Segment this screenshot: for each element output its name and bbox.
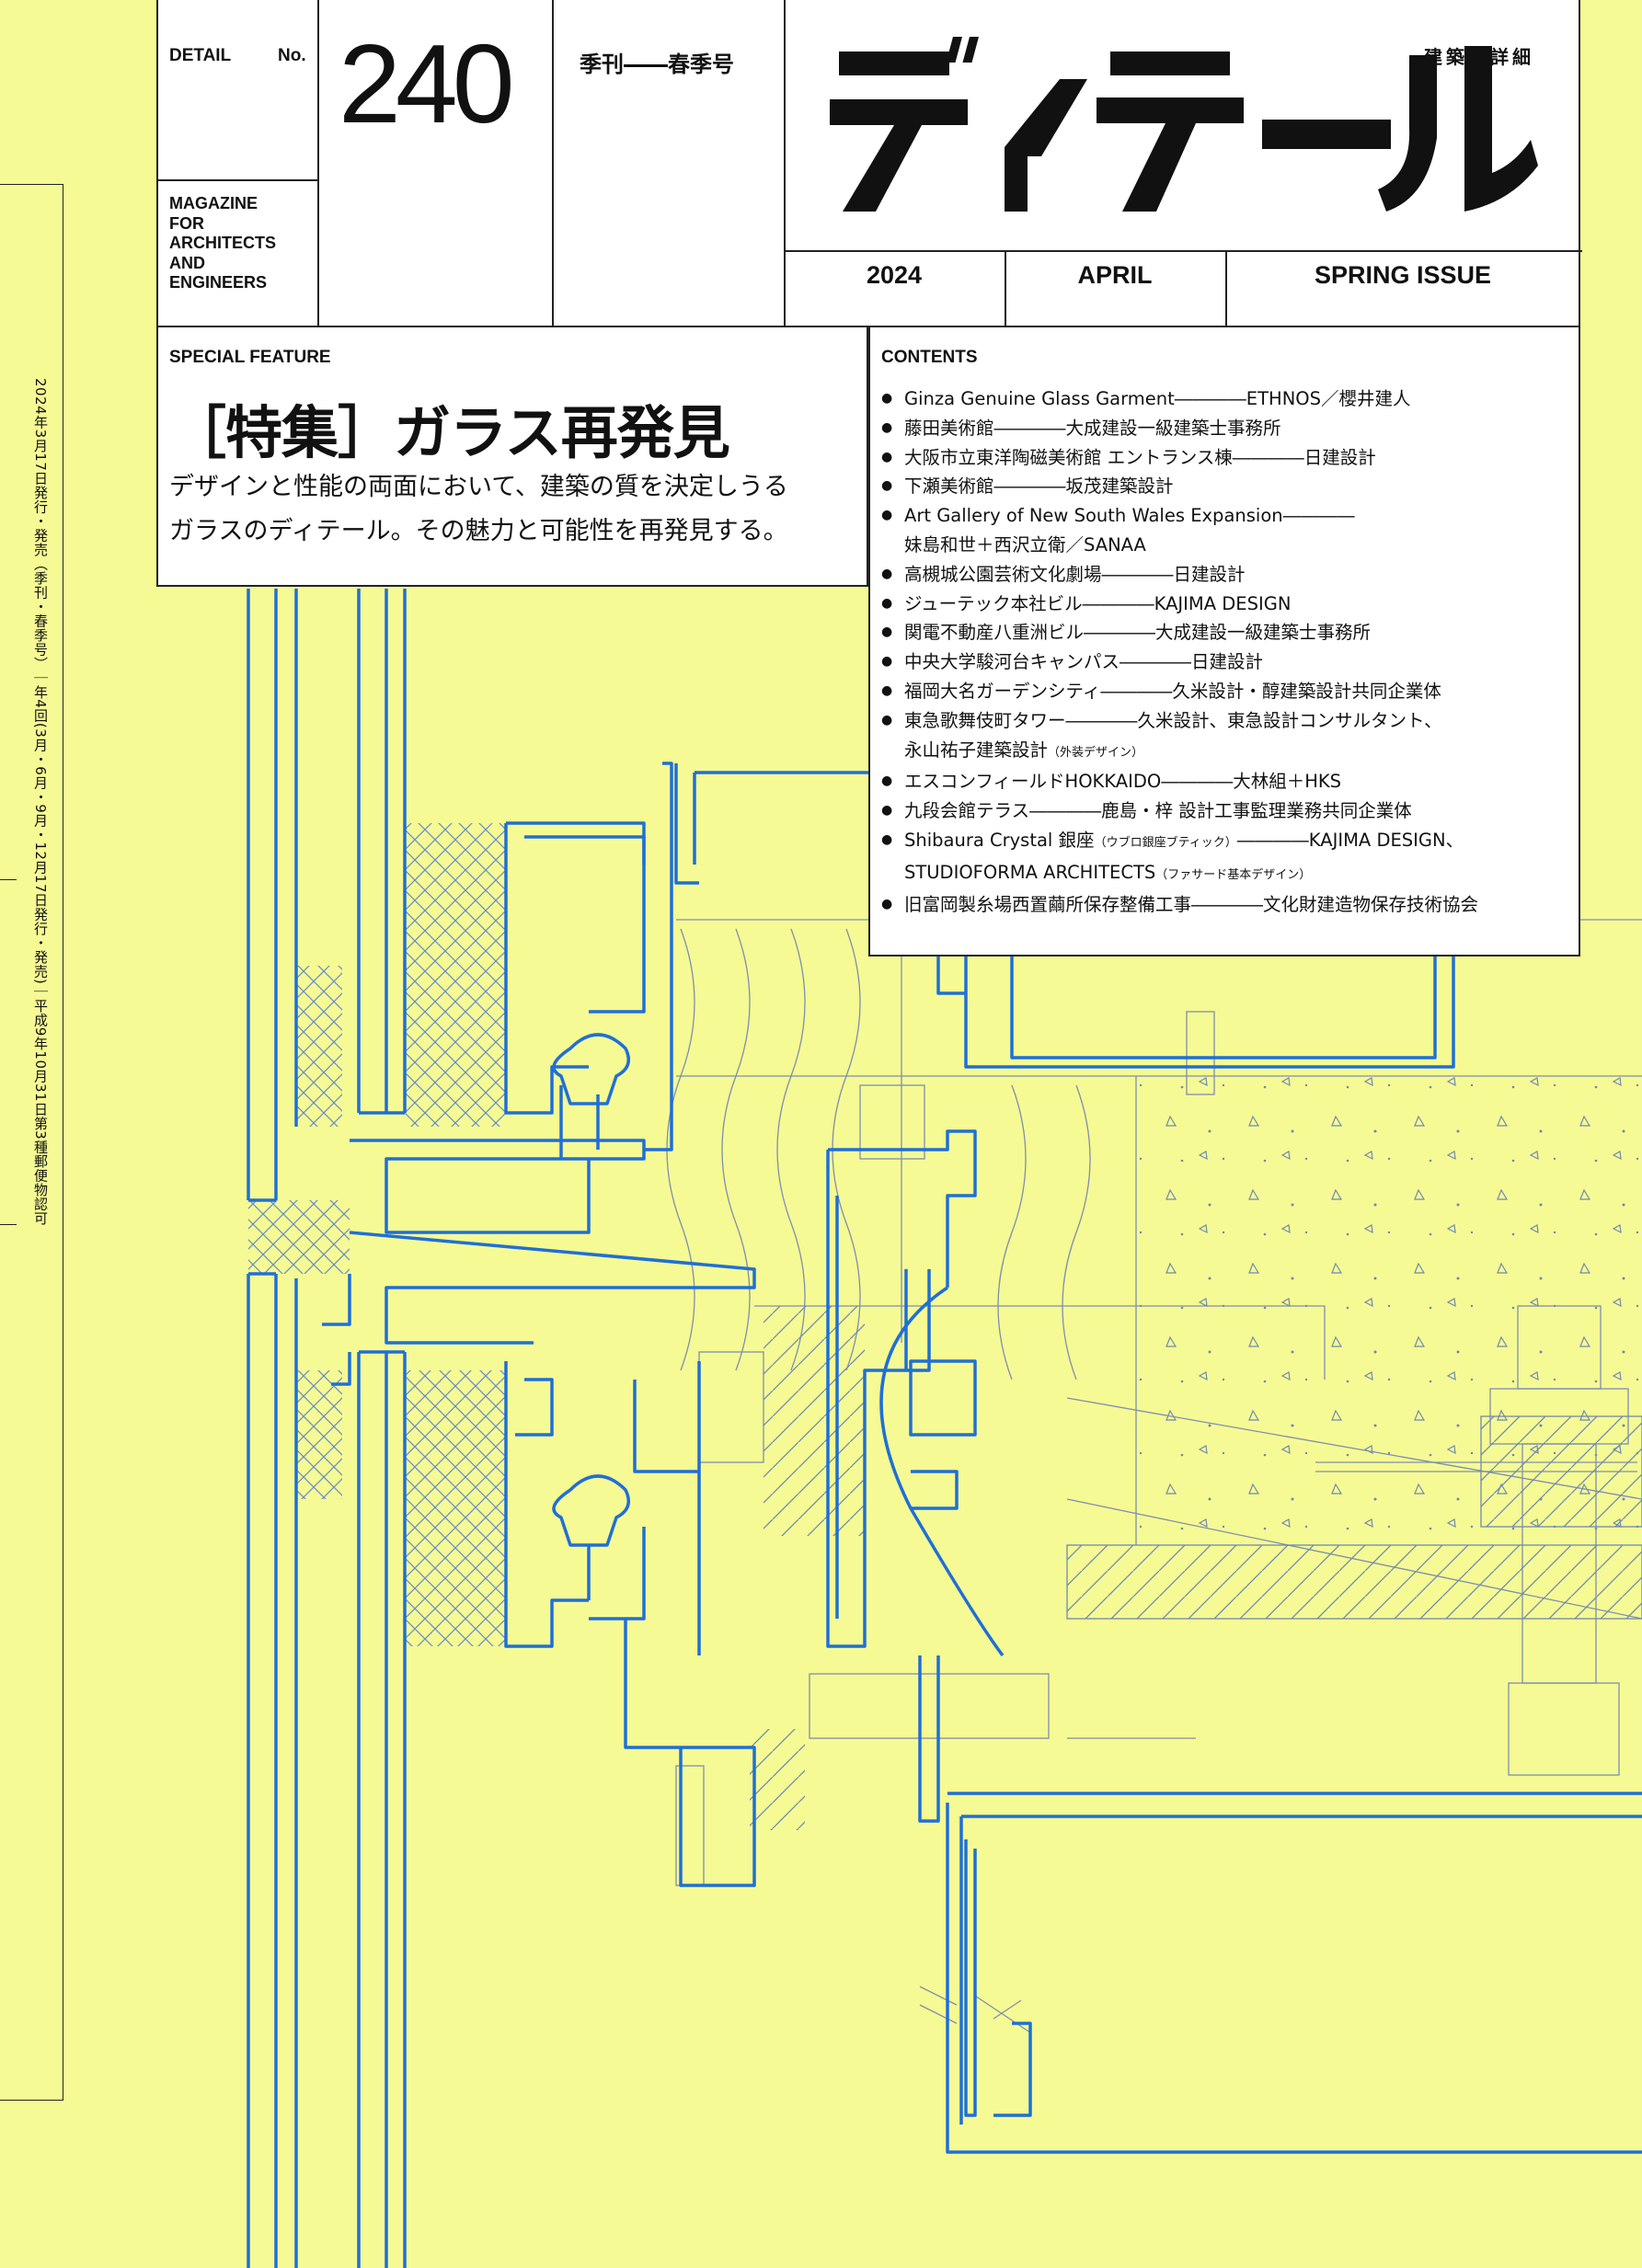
contents-item: 旧富岡製糸場西置繭所保存整備工事――――文化財建造物保存技術協会 xyxy=(881,890,1478,920)
feature-description-line: デザインと性能の両面において、建築の質を決定しうる xyxy=(169,473,788,501)
contents-list: Ginza Genuine Glass Garment――――ETHNOS／櫻井… xyxy=(881,384,1478,919)
contents-panel: CONTENTS Ginza Genuine Glass Garment――――… xyxy=(868,327,1580,956)
contents-item-text: 中央大学駿河台キャンパス――――日建設計 xyxy=(904,651,1264,673)
contents-item: 藤田美術館――――大成建設一級建築士事務所 xyxy=(881,414,1478,443)
divider xyxy=(552,0,554,327)
tagline-line: AND xyxy=(169,253,205,272)
issue-number: 240 xyxy=(339,21,515,146)
divider xyxy=(158,179,317,181)
tagline: MAGAZINE FOR ARCHITECTS AND ENGINEERS xyxy=(169,194,276,293)
contents-item-text: ジューテック本社ビル――――KAJIMA DESIGN xyxy=(904,592,1292,614)
contents-item: 東急歌舞伎町タワー――――久米設計、東急設計コンサルタント、 xyxy=(881,706,1478,736)
spine-divider xyxy=(0,879,17,880)
contents-item: エスコンフィールドHOKKAIDO――――大林組＋HKS xyxy=(881,767,1478,796)
number-label: No. xyxy=(278,46,306,65)
contents-item: 下瀬美術館――――坂茂建築設計 xyxy=(881,472,1478,501)
contents-item-note: （外装デザイン） xyxy=(1048,745,1144,760)
contents-item: 関電不動産八重洲ビル――――大成建設一級建築士事務所 xyxy=(881,618,1478,647)
contents-item-text: 妹島和世＋西沢立衛／SANAA xyxy=(904,533,1146,556)
contents-item-text: エスコンフィールドHOKKAIDO――――大林組＋HKS xyxy=(904,771,1342,793)
issue-season: SPRING ISSUE xyxy=(1314,261,1492,289)
contents-item: Shibaura Crystal 銀座（ウブロ銀座ブティック）――――KAJIM… xyxy=(881,826,1478,858)
contents-item-text: Shibaura Crystal 銀座 xyxy=(904,829,1095,851)
contents-item: Art Gallery of New South Wales Expansion… xyxy=(881,501,1478,531)
feature-description: デザインと性能の両面において、建築の質を決定しうる ガラスのディテール。その魅力… xyxy=(169,465,788,554)
contents-item: 妹島和世＋西沢立衛／SANAA xyxy=(881,531,1478,560)
contents-item-text: 大阪市立東洋陶磁美術館 エントランス棟――――日建設計 xyxy=(904,446,1376,468)
detail-logo xyxy=(830,37,1538,212)
contents-item: 福岡大名ガーデンシティ――――久米設計・醇建築設計共同企業体 xyxy=(881,677,1478,706)
issue-month: APRIL xyxy=(1077,261,1153,289)
quarterly-label: 季刊――春季号 xyxy=(580,52,734,77)
contents-label: CONTENTS xyxy=(881,348,978,367)
contents-item-text: 高槻城公園芸術文化劇場――――日建設計 xyxy=(904,563,1246,585)
contents-item-text: 東急歌舞伎町タワー――――久米設計、東急設計コンサルタント、 xyxy=(904,709,1442,731)
special-feature-label: SPECIAL FEATURE xyxy=(169,348,331,367)
tagline-line: MAGAZINE xyxy=(169,194,258,212)
contents-item-text: ――――KAJIMA DESIGN、 xyxy=(1236,829,1464,851)
contents-item: 九段会館テラス――――鹿島・梓 設計工事監理業務共同企業体 xyxy=(881,796,1478,826)
masthead: DETAIL No. MAGAZINE FOR ARCHITECTS AND E… xyxy=(156,0,1582,327)
issue-year: 2024 xyxy=(866,261,923,289)
contents-item: 大阪市立東洋陶磁美術館 エントランス棟――――日建設計 xyxy=(881,443,1478,473)
contents-item-text: 九段会館テラス――――鹿島・梓 設計工事監理業務共同企業体 xyxy=(904,800,1412,822)
contents-item: ジューテック本社ビル――――KAJIMA DESIGN xyxy=(881,590,1478,619)
contents-item: STUDIOFORMA ARCHITECTS（ファサード基本デザイン） xyxy=(881,858,1478,890)
contents-item-text: Ginza Genuine Glass Garment――――ETHNOS／櫻井… xyxy=(904,388,1411,409)
feature-description-line: ガラスのディテール。その魅力と可能性を再発見する。 xyxy=(169,517,788,545)
spine-publication-text: 2024年3月17日発行・発売（季刊・春季号）｜年4回(3月・6月・9月・12月… xyxy=(32,378,49,1226)
divider xyxy=(1005,250,1006,327)
contents-item: 高槻城公園芸術文化劇場――――日建設計 xyxy=(881,560,1478,590)
contents-item-text: 関電不動産八重洲ビル――――大成建設一級建築士事務所 xyxy=(904,622,1372,644)
divider xyxy=(784,0,786,327)
contents-item: 中央大学駿河台キャンパス――――日建設計 xyxy=(881,647,1478,677)
tagline-line: ENGINEERS xyxy=(169,273,268,292)
feature-title: ［特集］ガラス再発見 xyxy=(169,399,730,466)
tagline-line: ARCHITECTS xyxy=(169,234,276,252)
contents-item-text: Art Gallery of New South Wales Expansion… xyxy=(904,505,1355,527)
contents-item: Ginza Genuine Glass Garment――――ETHNOS／櫻井… xyxy=(881,384,1478,414)
contents-item: 永山祐子建築設計（外装デザイン） xyxy=(881,736,1478,768)
contents-item-text: 永山祐子建築設計 xyxy=(904,739,1049,761)
divider xyxy=(1225,250,1227,327)
divider xyxy=(784,250,1582,252)
contents-item-text: 下瀬美術館――――坂茂建築設計 xyxy=(904,475,1174,498)
contents-item-note: （ファサード基本デザイン） xyxy=(1155,867,1312,882)
tagline-line: FOR xyxy=(169,213,204,233)
special-feature-panel: SPECIAL FEATURE ［特集］ガラス再発見 デザインと性能の両面におい… xyxy=(156,327,868,587)
detail-label: DETAIL xyxy=(169,46,232,65)
contents-item-text: 藤田美術館――――大成建設一級建築士事務所 xyxy=(904,417,1281,439)
contents-item-text: STUDIOFORMA ARCHITECTS xyxy=(904,861,1156,883)
contents-item-note: （ウブロ銀座ブティック） xyxy=(1094,835,1237,850)
contents-item-text: 旧富岡製糸場西置繭所保存整備工事――――文化財建造物保存技術協会 xyxy=(904,893,1479,915)
divider xyxy=(317,0,319,327)
spine-divider xyxy=(0,1224,17,1225)
contents-item-text: 福岡大名ガーデンシティ――――久米設計・醇建築設計共同企業体 xyxy=(904,680,1441,702)
spine-strip: 2024年3月17日発行・発売（季刊・春季号）｜年4回(3月・6月・9月・12月… xyxy=(0,184,63,2101)
